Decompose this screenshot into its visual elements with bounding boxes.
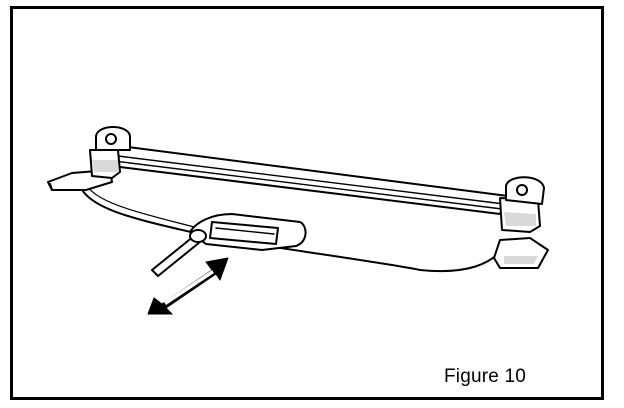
release-rod [151,235,201,277]
slide-handle-top [209,221,279,245]
double-arrow-icon [147,257,229,315]
left-foot-tab-edge [49,183,53,191]
left-bracket-shade [92,160,118,172]
left-bracket-hole [105,133,117,145]
right-bracket-shade [504,212,536,226]
main-rail-top-edge [117,155,505,205]
wire-loop [79,185,501,273]
right-bracket-hole [516,184,528,196]
right-foot-tab-shade [504,256,538,264]
figure-caption: Figure 10 [444,366,527,387]
wire-loop-inner [85,183,199,229]
release-rod-knob [189,229,207,243]
main-rail-lower-edge [113,160,503,210]
double-arrow-highlight [164,270,214,305]
slide-handle-groove [215,227,275,235]
